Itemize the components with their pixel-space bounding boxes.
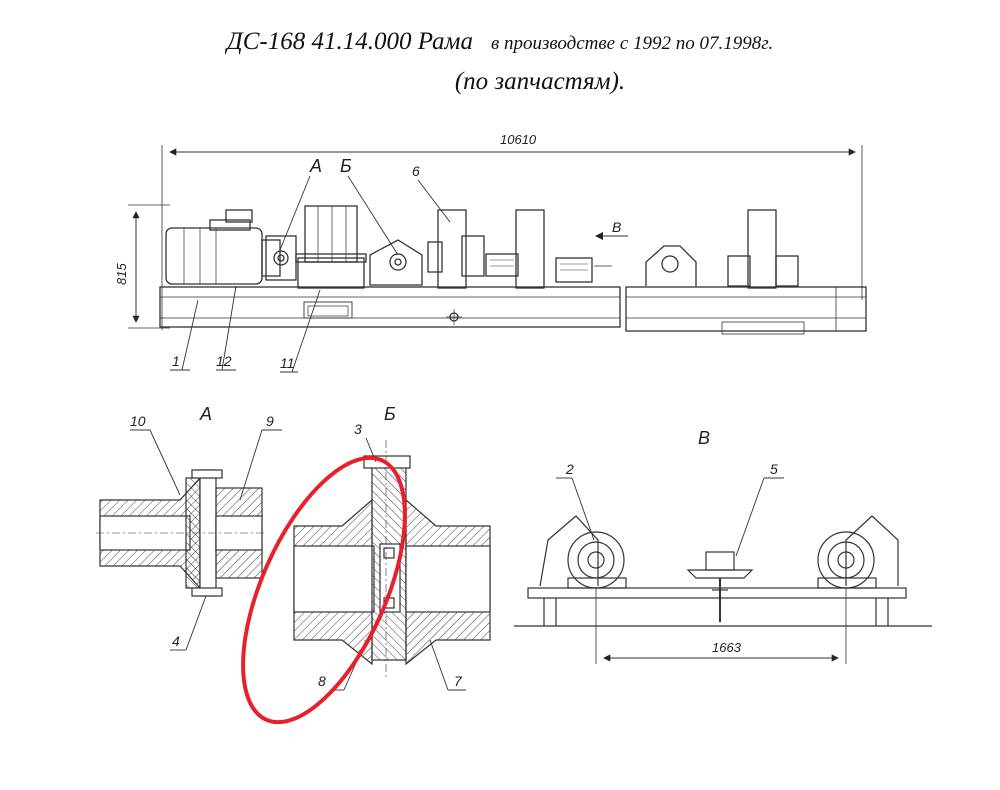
parts-note: (по запчастям).: [454, 68, 626, 95]
view-marker-b: Б: [340, 156, 352, 176]
callout-12: 12: [216, 353, 232, 369]
dimension-overall-length: [161, 145, 863, 330]
callout-10: 10: [130, 413, 146, 429]
base-beam-right: [625, 286, 867, 335]
view-marker-a: А: [309, 156, 322, 176]
detail-view-a: [96, 429, 282, 651]
base-beam-left: [159, 286, 621, 328]
leader-lines-main: [170, 175, 451, 373]
support-stand-2: [485, 209, 545, 289]
center-guide: [686, 551, 754, 622]
coupling-a: [265, 235, 297, 281]
production-period: в производстве с 1992 по 07.1998г.: [490, 33, 774, 54]
callout-7: 7: [454, 673, 463, 689]
callout-1: 1: [172, 353, 180, 369]
dimension-spacing-label: 1663: [712, 640, 742, 655]
callout-4: 4: [172, 633, 180, 649]
highlight-ellipse: [241, 455, 407, 725]
dimension-roller-spacing: [595, 588, 847, 664]
bearing-b: [369, 239, 423, 286]
view-a-title: А: [199, 404, 212, 424]
dimension-height-label: 815: [114, 263, 129, 285]
callout-9: 9: [266, 413, 274, 429]
callout-3: 3: [354, 421, 362, 437]
support-stand-1: [427, 209, 485, 289]
view-marker-v: В: [612, 219, 621, 235]
bracket-right: [645, 245, 697, 286]
callout-11: 11: [280, 355, 295, 371]
callout-2: 2: [565, 461, 574, 477]
dimension-length-label: 10610: [500, 132, 537, 147]
title-line-1: ДС-168 41.14.000 Рама в производстве с 1…: [0, 28, 1000, 56]
support-stand-3: [555, 257, 612, 283]
view-v-title: В: [698, 428, 710, 448]
callout-5: 5: [770, 461, 778, 477]
electric-motor: [165, 209, 281, 285]
support-stand-right: [727, 209, 799, 289]
roller-right: [817, 515, 899, 589]
detail-view-b: [293, 437, 491, 691]
gearbox: [295, 205, 367, 289]
dimension-height: [128, 204, 170, 329]
title-line-2: (по запчастям).: [0, 68, 1000, 96]
callout-6: 6: [412, 163, 420, 179]
frame-main-view: [128, 145, 867, 373]
drawing-title: ДС-168 41.14.000 Рама: [226, 28, 473, 55]
callout-8: 8: [318, 673, 326, 689]
detail-view-v: [514, 477, 932, 664]
view-b-title: Б: [384, 404, 396, 424]
roller-left: [539, 515, 627, 589]
